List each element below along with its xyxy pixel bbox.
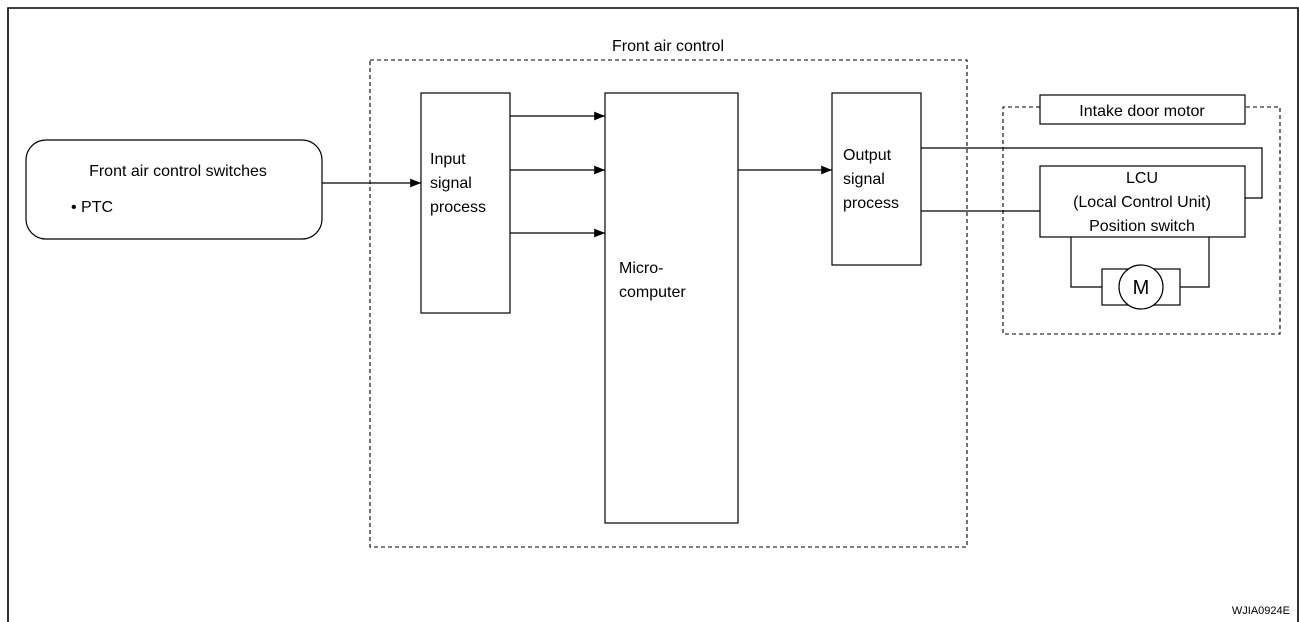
input-line-3: process [430,199,486,216]
wire-output-to-lcu-top [921,147,1263,199]
switches-title: Front air control switches [89,163,267,180]
wire-motor-left [1070,237,1102,288]
switches-item-ptc: • PTC [71,199,113,216]
input-signal-process-box [420,92,511,314]
input-line-1: Input [430,151,466,168]
front-air-control-group [369,59,968,548]
lcu-line-2: (Local Control Unit) [1073,194,1211,211]
wire-motor-right [1180,237,1210,288]
figure-id: WJIA0924E [1232,605,1290,617]
lcu-box [1039,165,1246,238]
microcomputer-box [604,92,739,524]
output-signal-process-box [831,92,922,266]
micro-line-1: Micro- [619,260,663,277]
front-air-control-label: Front air control [612,38,724,55]
intake-door-motor-label-box [1039,94,1246,125]
intake-door-motor-group [1002,106,1281,335]
motor-icon [1118,264,1164,310]
micro-line-2: computer [619,284,686,301]
output-line-2: signal [843,171,885,188]
lcu-line-1: LCU [1126,170,1158,187]
input-line-2: signal [430,175,472,192]
page-frame [7,7,1299,622]
intake-door-motor-label: Intake door motor [1079,103,1205,120]
lcu-line-3: Position switch [1089,218,1195,235]
output-line-1: Output [843,147,892,164]
output-line-3: process [843,195,899,212]
motor-label: M [1133,277,1150,299]
front-air-control-switches-box [25,139,323,240]
